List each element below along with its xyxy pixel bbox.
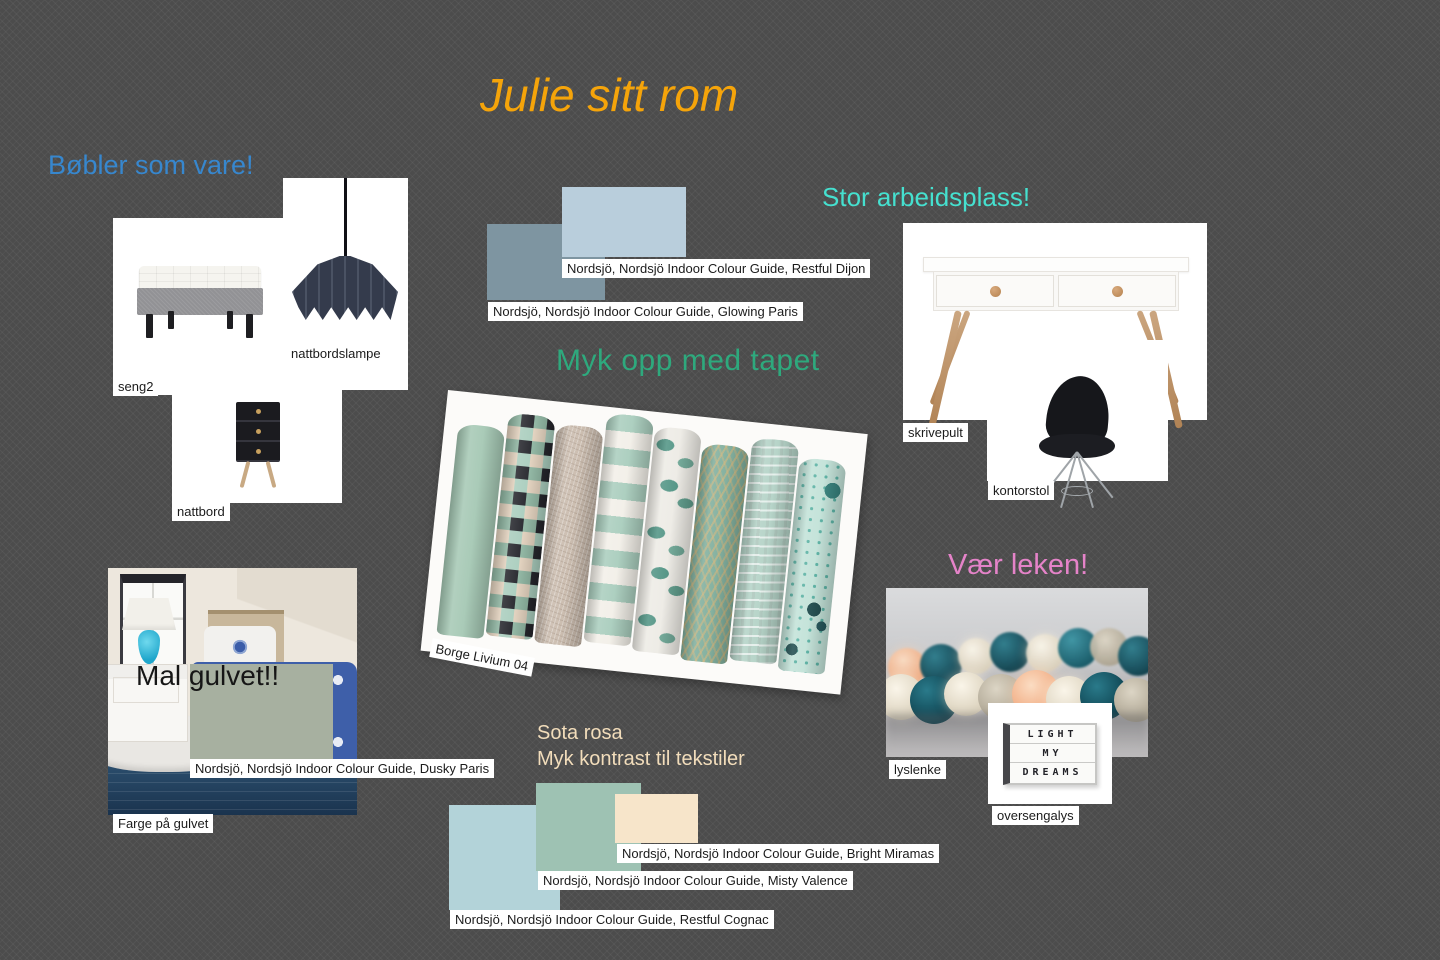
photo-lampshade-graphic [122, 598, 176, 630]
lamp-shade-graphic [292, 256, 398, 320]
label-swatch-restful-dijon: Nordsjö, Nordsjö Indoor Colour Guide, Re… [562, 259, 871, 278]
floor-overlay-text: Mal gulvet!! [136, 660, 280, 691]
label-bed: seng2 [113, 377, 159, 396]
wallpaper-rolls-graphic [436, 405, 852, 675]
bed-leg [146, 314, 153, 338]
nightstand-leg [239, 460, 251, 489]
nightstand-leg [265, 460, 277, 489]
cotton-ball [1118, 636, 1148, 676]
label-swatch-misty-valence: Nordsjö, Nordsjö Indoor Colour Guide, Mi… [538, 871, 853, 890]
pillow-graphic [204, 626, 276, 668]
bed-leg [246, 314, 253, 338]
label-swatch-dusky-paris: Nordsjö, Nordsjö Indoor Colour Guide, Du… [190, 759, 495, 778]
bed-leg [227, 311, 233, 329]
lightbox-image: LIGHT MY DREAMS [988, 703, 1112, 804]
desk-drawer [1058, 275, 1176, 307]
swatch-dusky-paris [190, 664, 333, 760]
heading-textiles-line1: Sota rosa [537, 722, 623, 744]
photo-drawer-graphic [113, 677, 179, 703]
label-swatch-glowing-paris: Nordsjö, Nordsjö Indoor Colour Guide, Gl… [488, 302, 803, 321]
cotton-ball [1026, 634, 1064, 672]
label-nightstand: nattbord [172, 502, 230, 521]
photo-nightstand-graphic [108, 664, 188, 742]
desk-drawer [936, 275, 1054, 307]
desk-leg [928, 310, 962, 429]
label-swatch-restful-cognac: Nordsjö, Nordsjö Indoor Colour Guide, Re… [450, 910, 774, 929]
heading-textiles-line2: Myk kontrast til tekstiler [537, 748, 745, 770]
page-title: Julie sitt rom [480, 69, 739, 121]
photo-lampbody-graphic [138, 630, 160, 664]
label-lamp: nattbordslampe [286, 344, 386, 363]
cotton-ball [990, 632, 1030, 672]
knob-graphic [256, 449, 261, 454]
bed-image [113, 218, 283, 395]
label-lights: lyslenke [889, 760, 946, 779]
nightstand-image [172, 358, 342, 503]
lamp-cord-graphic [344, 178, 347, 258]
label-floor-caption: Farge på gulvet [113, 814, 214, 833]
cotton-ball [1114, 678, 1148, 722]
lightbox-text-line2: MY [1010, 744, 1095, 763]
chair-base-ring [1061, 486, 1093, 496]
chair-image [987, 340, 1168, 509]
label-swatch-bright-miramas: Nordsjö, Nordsjö Indoor Colour Guide, Br… [617, 844, 940, 863]
bed-leg [168, 311, 174, 329]
knob-graphic [256, 409, 261, 414]
swatch-restful-dijon [562, 187, 686, 257]
heading-furniture: Bøbler som vare! [48, 150, 254, 180]
lightbox-text-line1: LIGHT [1010, 725, 1095, 744]
nightstand-body-graphic [236, 402, 280, 462]
swatch-bright-miramas [615, 794, 698, 843]
cotton-ball [958, 638, 994, 674]
heading-playful: Vær leken! [948, 549, 1089, 581]
heading-wallpaper: Myk opp med tapet [556, 344, 820, 377]
heading-workspace: Stor arbeidsplass! [822, 182, 1031, 212]
desk-top-graphic [923, 257, 1189, 272]
lightbox-text-line3: DREAMS [1022, 767, 1083, 778]
lightbox-graphic: LIGHT MY DREAMS [1003, 723, 1097, 785]
bed-base-graphic [137, 288, 263, 315]
heading-textiles: Sota rosa Myk kontrast til tekstiler [537, 720, 745, 772]
knob-graphic [256, 429, 261, 434]
bed-mattress-graphic [139, 266, 261, 290]
knob-graphic [1112, 286, 1123, 297]
label-lightbox: oversengalys [992, 806, 1079, 825]
label-desk: skrivepult [903, 423, 968, 442]
knob-graphic [990, 286, 1001, 297]
label-chair: kontorstol [988, 481, 1055, 500]
desk-front-graphic [933, 271, 1179, 311]
